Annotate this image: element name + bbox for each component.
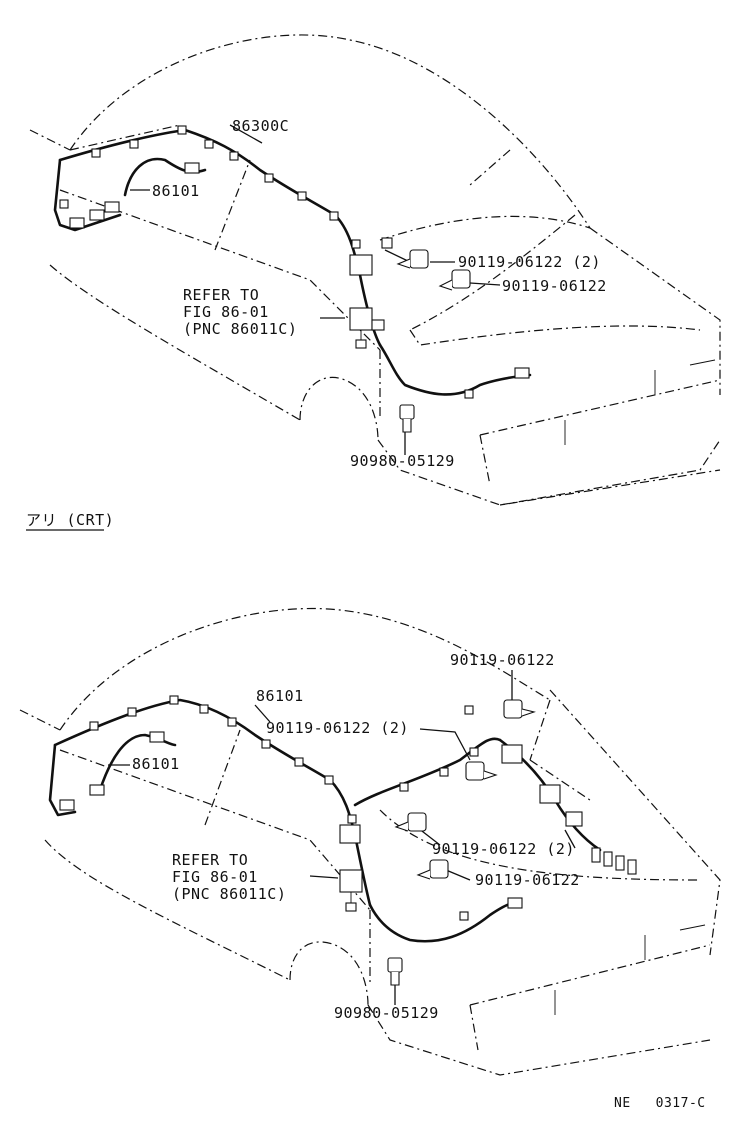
bottom-label-90119-06122-lower: 90119-06122 — [475, 871, 580, 889]
bottom-refer-line-2: FIG 86-01 — [172, 868, 258, 886]
bottom-label-90119-06122-x2-upper: 90119-06122 (2) — [266, 719, 409, 737]
top-label-86101: 86101 — [152, 182, 200, 200]
bottom-label-90980-05129: 90980-05129 — [334, 1004, 439, 1022]
figure-code-number: 0317-C — [655, 1096, 706, 1111]
top-label-90119-06122-x2: 90119-06122 (2) — [458, 253, 601, 271]
top-bolt — [399, 404, 415, 433]
top-label-90980-05129: 90980-05129 — [350, 452, 455, 470]
top-screw-2 — [438, 269, 471, 291]
bottom-screw-lower-1 — [394, 812, 427, 832]
bottom-screw-mid — [465, 761, 498, 781]
bottom-label-86101-lower: 86101 — [132, 755, 180, 773]
bottom-label-90119-06122-top: 90119-06122 — [450, 651, 555, 669]
figure-code-prefix: NE — [614, 1096, 631, 1111]
bottom-refer-line-3: (PNC 86011C) — [172, 885, 287, 903]
bottom-bolt — [387, 957, 403, 986]
bottom-label-90119-06122-x2-lower: 90119-06122 (2) — [432, 840, 575, 858]
bottom-harness — [48, 670, 637, 1005]
bottom-refer-line-1: REFER TO — [172, 851, 249, 869]
figure-code: NE 0317-C — [614, 1096, 706, 1112]
top-refer-note: REFER TO FIG 86-01 (PNC 86011C) — [183, 287, 297, 338]
top-screw-1 — [396, 249, 429, 269]
bottom-screw-top — [503, 699, 536, 719]
section-label: アリ (CRT) — [26, 511, 115, 529]
top-refer-line-3: (PNC 86011C) — [183, 320, 298, 338]
top-label-86300c: 86300C — [232, 117, 290, 135]
top-refer-line-1: REFER TO — [183, 286, 260, 304]
top-refer-line-2: FIG 86-01 — [183, 303, 269, 321]
top-harness — [53, 124, 532, 455]
bottom-screw-lower-2 — [416, 859, 449, 880]
top-car-body — [29, 34, 721, 506]
bottom-refer-note: REFER TO FIG 86-01 (PNC 86011C) — [172, 852, 286, 903]
bottom-label-86101-upper: 86101 — [256, 687, 304, 705]
top-label-90119-06122: 90119-06122 — [502, 277, 607, 295]
